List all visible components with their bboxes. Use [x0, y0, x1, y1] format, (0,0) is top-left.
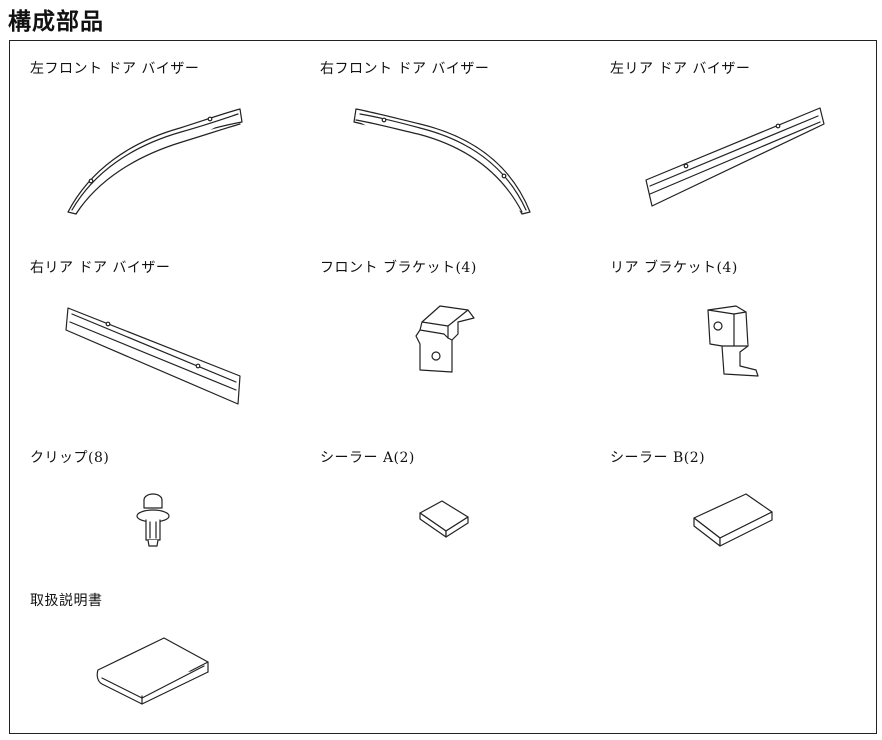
parts-frame: [9, 40, 877, 734]
part-label-sealer-b: シーラー B(2): [610, 450, 706, 466]
left-front-visor-illustration: [67, 108, 243, 215]
sealer-a-illustration: [419, 500, 469, 538]
part-label-sealer-a: シーラー A(2): [320, 450, 415, 466]
rear-bracket-illustration: [707, 305, 759, 377]
part-label-right-rear-visor: 右リア ドア バイザー: [30, 260, 171, 276]
part-label-rear-bracket: リア ブラケット(4): [610, 260, 738, 276]
right-rear-visor-illustration: [65, 307, 241, 405]
part-label-manual: 取扱説明書: [30, 593, 103, 609]
part-label-right-front-visor: 右フロント ドア バイザー: [320, 61, 490, 77]
sealer-b-illustration: [693, 493, 773, 547]
right-front-visor-illustration: [353, 108, 531, 215]
part-label-clip: クリップ(8): [30, 450, 110, 466]
part-label-left-rear-visor: 左リア ドア バイザー: [610, 61, 751, 77]
clip-illustration: [136, 493, 170, 547]
page-title: 構成部品: [8, 9, 104, 35]
manual-illustration: [96, 637, 209, 705]
left-rear-visor-illustration: [645, 107, 825, 207]
part-label-left-front-visor: 左フロント ドア バイザー: [30, 61, 200, 77]
front-bracket-illustration: [415, 305, 475, 373]
part-label-front-bracket: フロント ブラケット(4): [320, 260, 477, 276]
